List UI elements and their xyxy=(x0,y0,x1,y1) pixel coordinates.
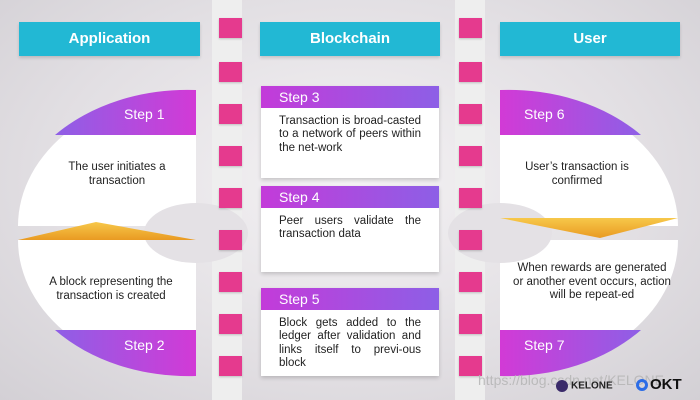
user-down-arrow xyxy=(500,218,678,238)
app-bottom-half-disc xyxy=(18,240,196,377)
step1-label: Step 1 xyxy=(124,106,165,122)
square xyxy=(219,18,242,38)
square xyxy=(459,62,482,82)
square xyxy=(459,104,482,124)
app-top-half-disc xyxy=(18,89,196,226)
square xyxy=(459,272,482,292)
header-application: Application xyxy=(19,22,200,56)
square xyxy=(219,272,242,292)
step5-card: Step 5 Block gets added to the ledger af… xyxy=(261,288,439,376)
square xyxy=(219,314,242,334)
step2-label: Step 2 xyxy=(124,337,165,353)
header-user: User xyxy=(500,22,680,56)
user-top-half-disc xyxy=(500,89,678,226)
step5-text: Block gets added to the ledger after val… xyxy=(279,317,421,370)
step3-card: Step 3 Transaction is broad-casted to a … xyxy=(261,86,439,178)
app-up-arrow xyxy=(18,222,196,240)
square xyxy=(459,356,482,376)
step4-card: Step 4 Peer users validate the transacti… xyxy=(261,186,439,272)
square xyxy=(459,314,482,334)
kelone-logo: KELONE xyxy=(556,380,613,392)
square xyxy=(219,146,242,166)
step7-label: Step 7 xyxy=(524,337,565,353)
kelone-text: KELONE xyxy=(571,380,613,392)
square xyxy=(219,356,242,376)
step3-label: Step 3 xyxy=(261,86,439,108)
step1-text: The user initiates a transaction xyxy=(68,161,166,187)
step7-text: When rewards are generated or another ev… xyxy=(513,262,671,301)
step2-text: A block representing the transaction is … xyxy=(49,276,173,302)
step6-text: User’s transaction is confirmed xyxy=(525,161,629,187)
step3-text: Transaction is broad-casted to a network… xyxy=(279,115,421,154)
square xyxy=(219,188,242,208)
okt-text: OKT xyxy=(650,376,682,393)
square xyxy=(459,188,482,208)
okt-icon xyxy=(636,379,648,392)
header-blockchain: Blockchain xyxy=(260,22,440,56)
user-bottom-half-disc xyxy=(500,240,678,377)
step5-label: Step 5 xyxy=(261,288,439,310)
square xyxy=(459,230,482,250)
step4-text: Peer users validate the transaction data xyxy=(279,215,421,241)
step4-label: Step 4 xyxy=(261,186,439,208)
square xyxy=(219,104,242,124)
okt-logo: OKT xyxy=(636,376,682,393)
square xyxy=(459,18,482,38)
square xyxy=(219,230,242,250)
kelone-icon xyxy=(556,380,568,392)
watermark-url: https://blog.csdn.net/KELONE xyxy=(478,372,664,388)
square xyxy=(219,62,242,82)
step6-label: Step 6 xyxy=(524,106,565,122)
square xyxy=(459,146,482,166)
